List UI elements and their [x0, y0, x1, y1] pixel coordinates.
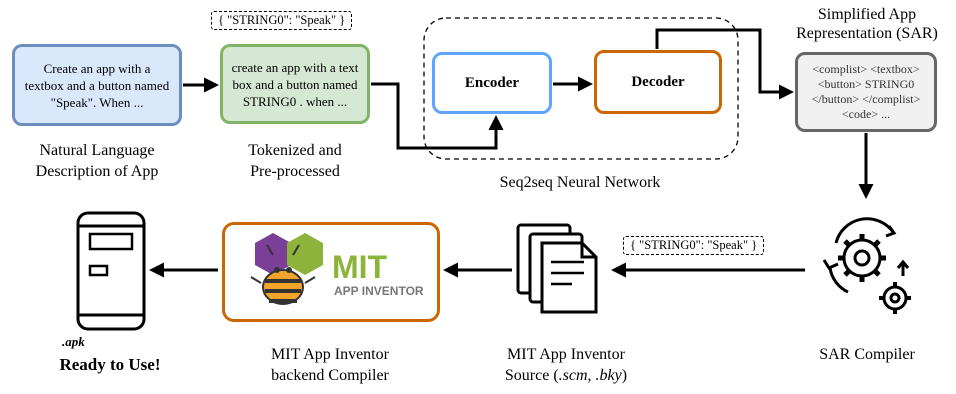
- compiler-mapping-tag: { "STRING0": "Speak" }: [623, 236, 765, 255]
- nl-description-box: Create an app with a textbox and a butto…: [12, 44, 182, 126]
- seq2seq-label: Seq2seq Neural Network: [499, 174, 661, 191]
- phone-icon: [76, 211, 146, 331]
- sar-title-line2: Representation (SAR): [796, 25, 938, 42]
- sar-title: Simplified App Representation (SAR): [786, 5, 948, 43]
- decoder-box: Decoder: [594, 50, 722, 114]
- apk-label: .apk: [62, 334, 85, 349]
- nl-description-label: Natural Language Description of App: [2, 140, 192, 182]
- tokenized-label-line1: Tokenized and: [248, 142, 342, 159]
- source-label: MIT App Inventor Source (.scm, .bky): [466, 344, 666, 386]
- sar-box: <complist> <textbox> <button> STRING0 </…: [795, 52, 937, 132]
- encoder-label: Encoder: [464, 74, 520, 91]
- arrow-decoder-to-sar: [655, 28, 794, 100]
- sar-text: <complist> <textbox> <button> STRING0 </…: [811, 62, 921, 121]
- mit-logo-word: MIT: [332, 249, 388, 285]
- nl-label-line1: Natural Language: [39, 142, 155, 159]
- tokenized-box: create an app with a text box and a butt…: [220, 44, 370, 124]
- tokenized-label-line2: Pre-processed: [250, 163, 340, 180]
- backend-label-line2: backend Compiler: [271, 367, 389, 384]
- decoder-label: Decoder: [631, 73, 685, 90]
- source-label-line2: Source (.scm, .bky): [504, 367, 628, 384]
- backend-label-line1: MIT App Inventor: [271, 346, 389, 363]
- sar-title-line1: Simplified App: [817, 6, 917, 23]
- source-label-line1: MIT App Inventor: [507, 346, 625, 363]
- tokenized-mapping-tag: { "STRING0": "Speak" }: [211, 11, 353, 30]
- mit-logo-subtitle: APP INVENTOR: [334, 284, 424, 298]
- nl-description-text: Create an app with a textbox and a butto…: [24, 60, 170, 110]
- mit-backend-box: MIT APP INVENTOR: [222, 222, 440, 322]
- nl-label-line2: Description of App: [35, 163, 159, 180]
- tokenized-label: Tokenized and Pre-processed: [205, 140, 385, 182]
- gears-icon: [822, 217, 911, 314]
- arrow-tokenized-to-encoder: [371, 82, 504, 150]
- ready-label: Ready to Use!: [59, 355, 161, 374]
- encoder-box: Encoder: [432, 52, 552, 114]
- tokenized-text: create an app with a text box and a butt…: [231, 59, 359, 109]
- backend-label: MIT App Inventor backend Compiler: [230, 344, 430, 386]
- sar-compiler-label: SAR Compiler: [819, 346, 915, 363]
- seq2seq-region: [423, 17, 739, 160]
- document-stack-icon: [516, 223, 598, 314]
- app-inventor-logo: [250, 233, 323, 305]
